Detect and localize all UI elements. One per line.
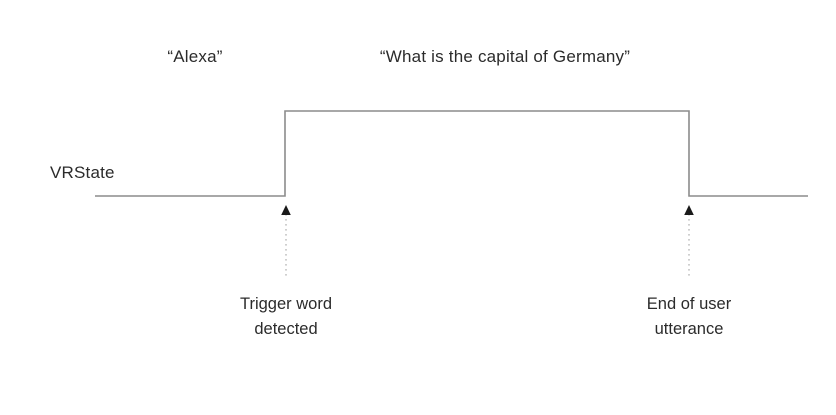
utterance-label-alexa: “Alexa” xyxy=(167,47,223,66)
annotation-end-line-2: utterance xyxy=(654,320,724,338)
annotation-trigger-line-1: Trigger word xyxy=(240,295,332,313)
end-marker-arrow-icon xyxy=(684,205,694,215)
signal-name-label-vrstate: VRState xyxy=(50,163,115,182)
annotation-end-line-1: End of user xyxy=(646,295,732,313)
annotation-end-of-user-utterance: End of user utterance xyxy=(569,292,809,342)
trigger-marker-arrow-icon xyxy=(281,205,291,215)
annotation-trigger-line-2: detected xyxy=(254,320,318,338)
utterance-label-question: “What is the capital of Germany” xyxy=(379,47,631,66)
annotation-trigger-word-detected: Trigger word detected xyxy=(166,292,406,342)
vrstate-waveform-path xyxy=(95,110,808,197)
